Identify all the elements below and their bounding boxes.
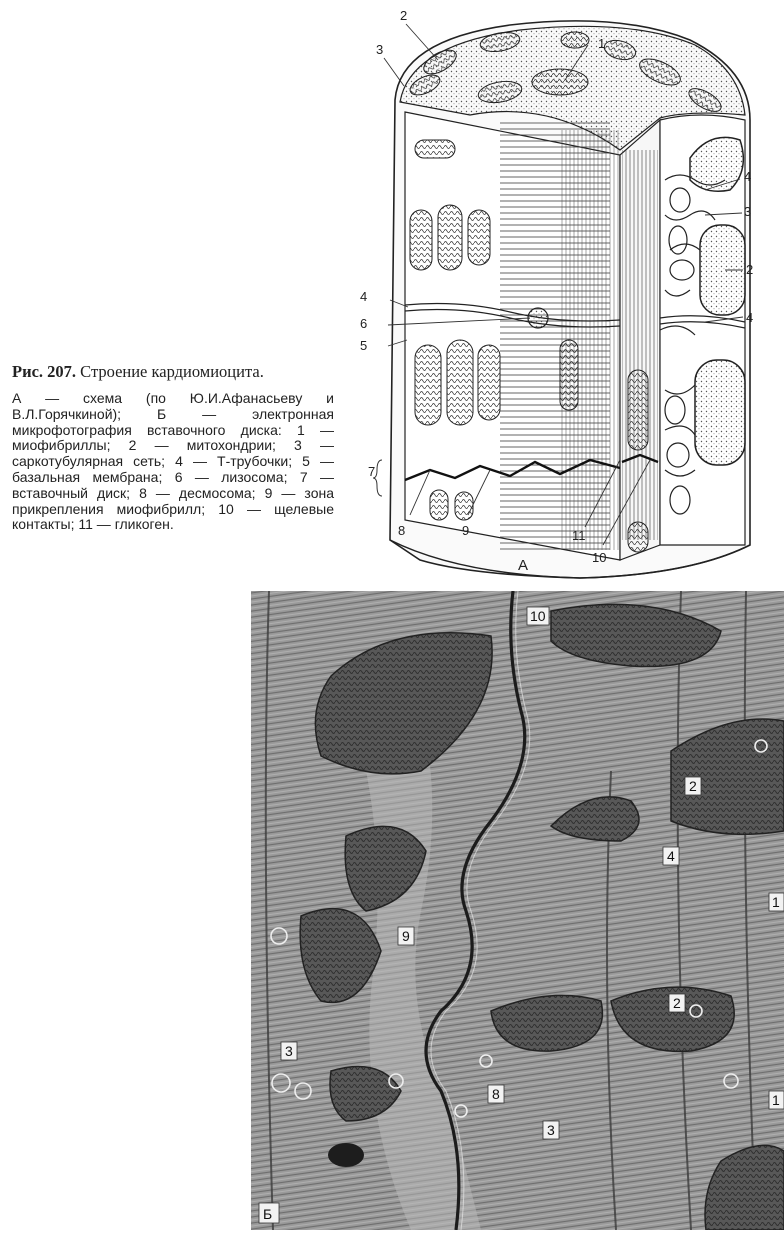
label-a-4-left: 4: [360, 289, 367, 304]
label-a-2-top: 2: [400, 8, 407, 23]
figure-b-micrograph: 10 2 4 1 9 2 3 8 3 1 Б: [251, 591, 784, 1230]
figure-a-letter: А: [518, 557, 528, 574]
label-b-1-upper: 1: [772, 894, 780, 910]
left-mitochondria: [409, 139, 649, 553]
figure-b-letter: Б: [263, 1206, 272, 1222]
label-a-5-left: 5: [360, 338, 367, 353]
vesicles: [270, 739, 768, 1118]
label-b-3-left: 3: [285, 1043, 293, 1059]
cardiomyocyte-schema: 2 3 1 4 3 2 4 4 6 5 7 8 9 11 10 А: [360, 8, 753, 579]
label-a-10-bottom: 10: [592, 550, 606, 565]
label-a-1-top: 1: [598, 36, 605, 51]
micrograph-image: 10 2 4 1 9 2 3 8 3 1 Б: [251, 591, 784, 1230]
label-a-7-left: 7: [368, 464, 375, 479]
mitochondrion-right-lower: [694, 359, 746, 466]
figure-title: Строение кардиомиоцита.: [80, 362, 264, 381]
label-b-9: 9: [402, 928, 410, 944]
label-b-2-lower: 2: [673, 995, 681, 1011]
label-a-11-bottom: 11: [572, 528, 586, 543]
label-b-10: 10: [530, 608, 546, 624]
caption-body: А — схема (по Ю.И.Афанасьеву и В.Л.Горяч…: [12, 390, 334, 533]
label-b-3-bottom: 3: [547, 1122, 555, 1138]
label-a-2-right: 2: [746, 262, 753, 277]
label-b-2-upper: 2: [689, 778, 697, 794]
figure-number: Рис. 207.: [12, 362, 77, 381]
micrograph-mitochondria: [299, 603, 784, 1230]
label-b-1-lower: 1: [772, 1092, 780, 1108]
label-a-3-right: 3: [744, 204, 751, 219]
mitochondrion-right-upper: [699, 224, 746, 316]
label-a-4-right-lower: 4: [746, 310, 753, 325]
label-a-9-bottom: 9: [462, 523, 469, 538]
label-a-6-left: 6: [360, 316, 367, 331]
label-a-8-bottom: 8: [398, 523, 405, 538]
label-a-3-top: 3: [376, 42, 383, 57]
figure-a-diagram: 2 3 1 4 3 2 4 4 6 5 7 8 9 11 10 А: [360, 0, 784, 585]
label-a-4-right: 4: [744, 169, 751, 184]
label-b-4: 4: [667, 848, 675, 864]
caption-title: Рис. 207. Строение кардиомиоцита.: [12, 362, 334, 382]
micrograph-labels: 10 2 4 1 9 2 3 8 3 1 Б: [258, 606, 784, 1224]
intercalated-disc: [404, 453, 659, 482]
t-tubules: [404, 302, 746, 329]
intercalated-disc-line: [424, 591, 527, 1230]
label-leaders: [383, 23, 744, 546]
top-mitochondria: [409, 31, 722, 112]
figure-caption: Рис. 207. Строение кардиомиоцита. А — сх…: [12, 362, 334, 533]
label-b-8: 8: [492, 1086, 500, 1102]
